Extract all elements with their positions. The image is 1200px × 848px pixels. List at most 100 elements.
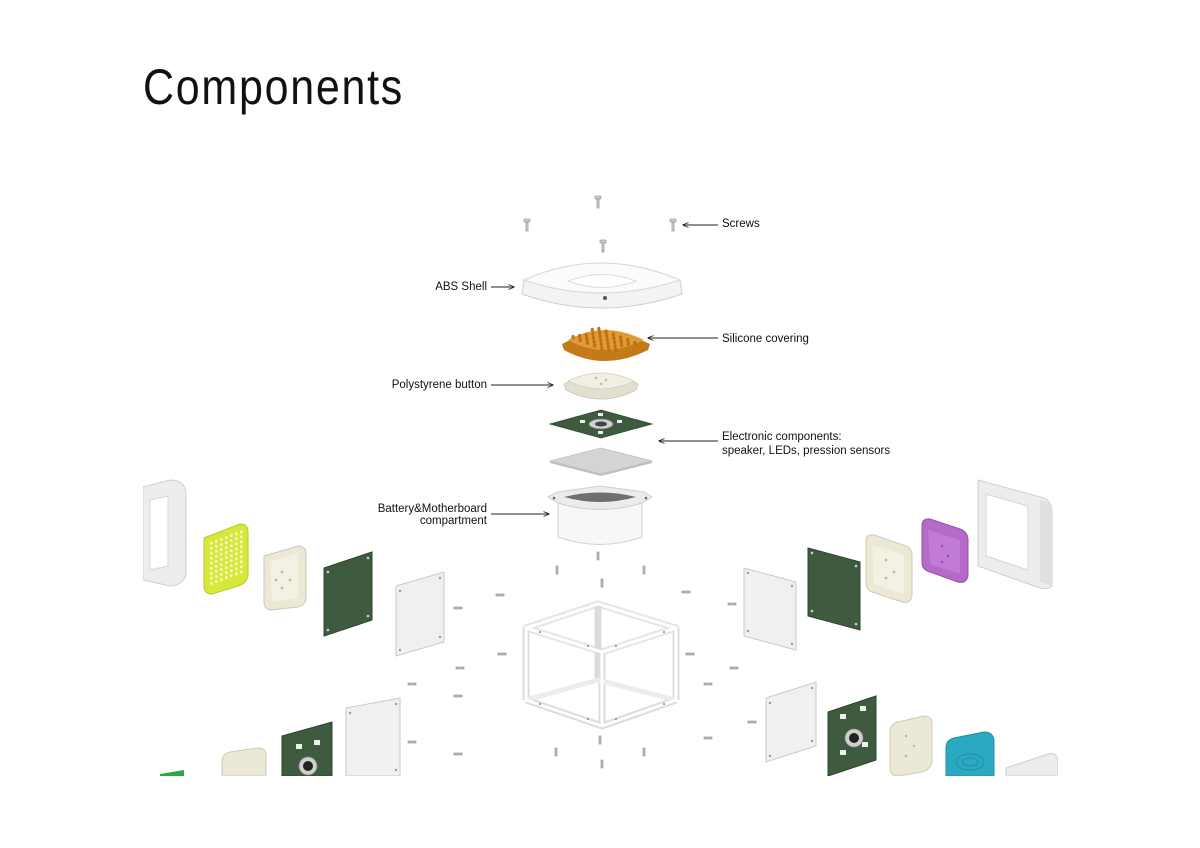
mesh-hole bbox=[215, 550, 218, 553]
small-screw bbox=[495, 593, 505, 597]
label-battery-compartment: Battery&Motherboard bbox=[377, 503, 487, 515]
mesh-hole bbox=[230, 539, 233, 542]
mesh-hole bbox=[225, 546, 228, 549]
silicone-bump bbox=[599, 338, 603, 343]
mesh-hole bbox=[220, 578, 223, 581]
mesh-hole bbox=[220, 553, 223, 556]
label-polystyrene-button: Polystyrene button bbox=[391, 379, 487, 391]
mesh-hole bbox=[215, 570, 218, 573]
small-screw bbox=[703, 736, 713, 740]
label-battery-compartment-2: compartment bbox=[419, 515, 487, 527]
green-cover-bottom bbox=[160, 770, 184, 776]
mesh-hole bbox=[215, 545, 218, 548]
mesh-hole bbox=[225, 551, 228, 554]
silicone-bump bbox=[592, 339, 596, 344]
abs-shell bbox=[521, 262, 683, 309]
mesh-hole bbox=[215, 580, 218, 583]
silicone-bump bbox=[598, 334, 602, 339]
small-screw bbox=[596, 551, 600, 561]
silicone-covering bbox=[562, 326, 650, 361]
mesh-hole bbox=[230, 569, 233, 572]
mesh-hole bbox=[220, 563, 223, 566]
shell-side-right bbox=[977, 479, 1053, 590]
silicone-bump bbox=[597, 326, 601, 332]
white-plate-right bbox=[743, 567, 797, 651]
mesh-hole bbox=[230, 549, 233, 552]
base-plate bbox=[549, 447, 653, 476]
small-screw bbox=[727, 602, 737, 606]
label-electronic-components-detail: speaker, LEDs, pression sensors bbox=[722, 445, 891, 457]
mesh-hole bbox=[235, 547, 238, 551]
cream-button-left bbox=[263, 545, 307, 611]
silicone-bump bbox=[606, 345, 611, 350]
mesh-hole bbox=[235, 567, 238, 571]
cube-frame-highlight bbox=[524, 602, 678, 728]
polystyrene-button bbox=[563, 372, 639, 400]
silicone-bump bbox=[591, 331, 595, 336]
mesh-hole bbox=[210, 577, 213, 580]
small-screw bbox=[554, 747, 558, 757]
small-screw bbox=[729, 666, 739, 670]
label-silicone-covering: Silicone covering bbox=[722, 333, 809, 345]
silicone-bump bbox=[614, 347, 618, 353]
mesh-hole bbox=[235, 572, 238, 576]
small-screw bbox=[685, 652, 695, 656]
label-screws: Screws bbox=[722, 218, 760, 230]
mesh-hole bbox=[240, 565, 243, 569]
mesh-hole bbox=[230, 544, 233, 547]
small-screw bbox=[600, 759, 604, 769]
silicone-bump bbox=[578, 333, 582, 339]
mesh-hole bbox=[240, 570, 243, 574]
silicone-bump bbox=[600, 346, 604, 351]
screw bbox=[599, 239, 607, 253]
silicone-bump bbox=[604, 329, 608, 334]
small-screw bbox=[681, 590, 691, 594]
mesh-hole bbox=[215, 555, 218, 558]
teal-cover bbox=[945, 731, 995, 776]
pcb-bottom-right bbox=[827, 695, 877, 776]
silicone-bump bbox=[597, 330, 602, 335]
mesh-hole bbox=[220, 538, 223, 541]
mesh-hole bbox=[210, 567, 213, 570]
silicone-bump bbox=[585, 340, 590, 345]
frame-holes bbox=[539, 631, 665, 720]
silicone-bump bbox=[585, 336, 589, 342]
silicone-bump bbox=[611, 332, 615, 337]
mesh-hole bbox=[225, 576, 228, 579]
label-electronic-components: Electronic components: bbox=[722, 431, 842, 443]
mesh-hole bbox=[210, 557, 213, 560]
mesh-hole bbox=[240, 545, 243, 549]
mesh-hole bbox=[235, 562, 238, 566]
small-screw bbox=[407, 682, 417, 686]
mesh-hole bbox=[235, 557, 238, 561]
pcb-left bbox=[323, 551, 373, 637]
silicone-bump bbox=[599, 342, 603, 347]
screw-group-top bbox=[523, 195, 677, 253]
mesh-hole bbox=[235, 542, 238, 546]
label-abs-shell: ABS Shell bbox=[435, 281, 487, 293]
mesh-hole bbox=[210, 582, 213, 585]
small-screw bbox=[555, 565, 559, 575]
mesh-hole bbox=[235, 537, 238, 541]
small-screw bbox=[703, 682, 713, 686]
mesh-hole bbox=[210, 572, 213, 575]
silicone-bump bbox=[607, 348, 611, 354]
small-screw bbox=[598, 735, 602, 745]
mesh-hole bbox=[225, 541, 228, 544]
silicone-bump bbox=[612, 336, 616, 341]
cream-button-bottom-right bbox=[889, 715, 933, 776]
mesh-hole bbox=[215, 565, 218, 568]
silicone-bump bbox=[578, 337, 582, 343]
mesh-hole bbox=[215, 560, 218, 563]
small-screw bbox=[453, 694, 463, 698]
mesh-hole bbox=[230, 574, 233, 577]
mesh-hole bbox=[210, 542, 213, 545]
shell-side-left bbox=[143, 479, 187, 587]
small-screw bbox=[453, 606, 463, 610]
mesh-hole bbox=[210, 547, 213, 550]
mesh-hole bbox=[235, 552, 238, 556]
silicone-bump bbox=[633, 340, 637, 346]
small-screw bbox=[455, 666, 465, 670]
silicone-bump bbox=[584, 332, 588, 338]
silicone-bump bbox=[612, 340, 617, 345]
